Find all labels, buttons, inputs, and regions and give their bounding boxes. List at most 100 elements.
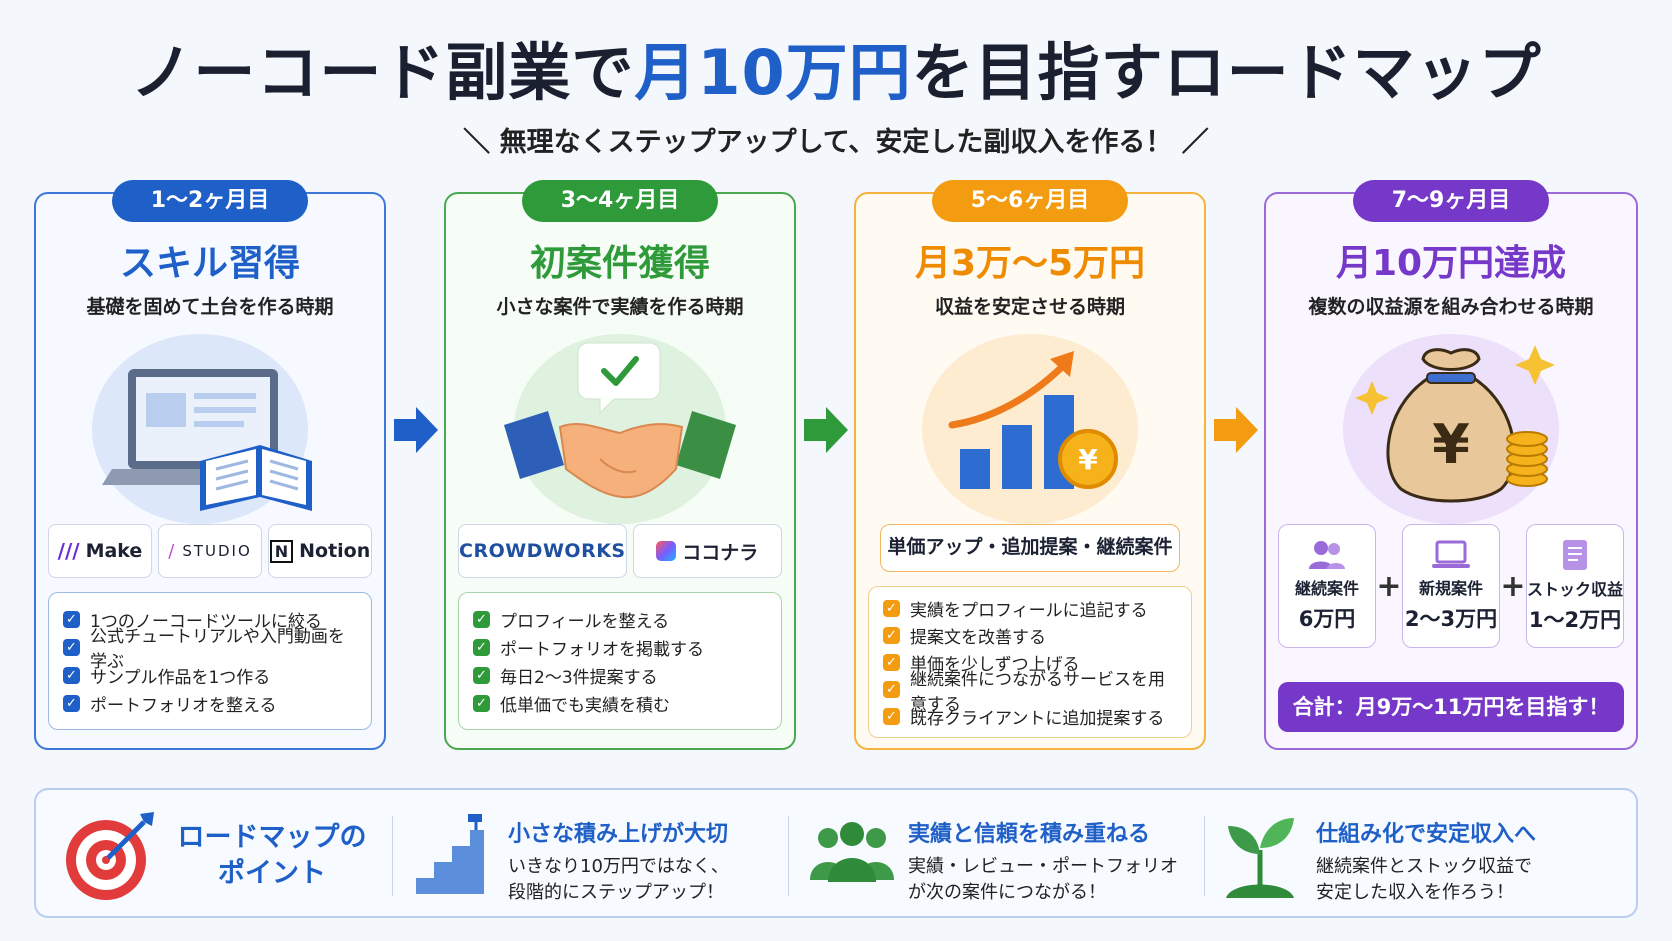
step-subtitle: 複数の収益源を組み合わせる時期 (1308, 296, 1594, 318)
check-item: ✓プロフィールを整える (473, 605, 767, 633)
tool-make: ///Make (48, 524, 152, 578)
income-item: 新規案件 2〜3万円 (1402, 524, 1500, 648)
point-title: 仕組み化で安定収入へ (1316, 822, 1537, 847)
title-pre: ノーコード副業で (130, 36, 635, 109)
studio-logo-icon: / (168, 540, 177, 562)
check-icon: ✓ (473, 666, 490, 684)
make-logo-icon: /// (57, 539, 80, 563)
step-badge: 5〜6ヶ月目 (932, 180, 1128, 222)
tool-logos: CROWDWORKS ココナラ (458, 524, 782, 578)
point-text: 継続案件とストック収益で 安定した収入を作ろう！ (1316, 856, 1532, 903)
check-icon: ✓ (883, 600, 900, 617)
handshake-icon (504, 334, 736, 524)
laptop-book-icon (92, 334, 312, 524)
check-item: ✓提案文を改善する (883, 622, 1177, 649)
svg-text:¥: ¥ (1432, 413, 1470, 476)
points-heading-block: ロードマップの ポイント (56, 790, 386, 920)
step-title: 月10万円達成 (1335, 243, 1567, 284)
income-item: ストック収益 1〜2万円 (1526, 524, 1624, 648)
target-icon (66, 812, 154, 900)
tool-studio: /STUDIO (158, 524, 262, 578)
divider (788, 816, 789, 896)
money-bag-icon: ¥ (1343, 334, 1559, 524)
check-icon: ✓ (883, 627, 900, 644)
income-value: 1〜2万円 (1528, 608, 1622, 632)
checklist: ✓プロフィールを整える ✓ポートフォリオを掲載する ✓毎日2〜3件提案する ✓低… (458, 592, 782, 730)
step-card-2: 3〜4ヶ月目 初案件獲得 小さな案件で実績を作る時期 CROWDWORKS ココ… (444, 180, 796, 750)
growth-chart-icon: ¥ (922, 334, 1138, 524)
step-card-1: 1〜2ヶ月目 スキル習得 基礎を固めて土台を作る時期 ///Make /STUD… (34, 180, 386, 750)
step-title: 月3万〜5万円 (914, 243, 1146, 284)
income-value: 6万円 (1298, 607, 1356, 631)
check-item: ✓毎日2〜3件提案する (473, 661, 767, 689)
svg-text:¥: ¥ (1078, 443, 1098, 476)
plus-icon: + (1500, 568, 1526, 604)
point-item: 実績と信頼を積み重ねる 実績・レビュー・ポートフォリオ が次の案件につながる！ (806, 790, 1216, 920)
points-heading: ロードマップの ポイント (177, 822, 367, 889)
coconala-logo-icon (656, 541, 677, 561)
check-item: ✓既存クライアントに追加提案する (883, 703, 1177, 730)
tool-coconala: ココナラ (632, 524, 782, 578)
point-text: いきなり10万円ではなく、 段階的にステップアップ！ (508, 856, 729, 903)
document-icon (1563, 540, 1587, 570)
checklist: ✓1つのノーコードツールに絞る ✓公式チュートリアルや入門動画を学ぶ ✓サンプル… (48, 592, 372, 730)
check-item: ✓公式チュートリアルや入門動画を学ぶ (63, 627, 357, 672)
check-item: ✓サンプル作品を1つ作る (63, 661, 357, 689)
income-label: 継続案件 (1294, 579, 1359, 598)
step-subtitle: 小さな案件で実績を作る時期 (496, 296, 744, 318)
check-item: ✓実績をプロフィールに追記する (883, 595, 1177, 622)
point-title: 小さな積み上げが大切 (508, 822, 729, 847)
stairs-icon (416, 814, 484, 894)
check-icon: ✓ (473, 694, 490, 712)
arrow-right-icon (394, 407, 438, 453)
step-subtitle: 収益を安定させる時期 (934, 296, 1125, 318)
step-badge: 3〜4ヶ月目 (522, 180, 718, 222)
title-highlight: 月10万円 (634, 36, 912, 109)
income-label: ストック収益 (1527, 580, 1624, 599)
people-icon (1309, 541, 1345, 569)
step-title: 初案件獲得 (529, 243, 710, 284)
check-item: ✓継続案件につながるサービスを用意する (883, 670, 1177, 715)
check-icon: ✓ (883, 654, 900, 671)
check-icon: ✓ (473, 610, 490, 628)
arrow-right-icon (1214, 407, 1258, 453)
roadmap-points: ロードマップの ポイント 小さな積み上げが大切 いきなり10万円ではなく、 段階… (34, 788, 1638, 918)
arrow-right-icon (804, 407, 848, 453)
income-label: 新規案件 (1418, 579, 1483, 598)
check-icon: ✓ (883, 708, 900, 725)
step-badge: 1〜2ヶ月目 (112, 180, 308, 222)
laptop-icon (1432, 540, 1470, 568)
check-icon: ✓ (63, 610, 80, 628)
check-item: ✓単価を少しずつ上げる (883, 649, 1177, 676)
strategy-pill: 単価アップ・追加提案・継続案件 (880, 524, 1180, 572)
people-group-icon (810, 822, 894, 882)
check-item: ✓ポートフォリオを掲載する (473, 633, 767, 661)
point-item: 小さな積み上げが大切 いきなり10万円ではなく、 段階的にステップアップ！ (412, 790, 802, 920)
check-item: ✓低単価でも実績を積む (473, 689, 767, 717)
check-icon: ✓ (63, 638, 80, 656)
income-item: 継続案件 6万円 (1278, 524, 1376, 648)
step-card-4: 7〜9ヶ月目 月10万円達成 複数の収益源を組み合わせる時期 ¥ 継続案件 6万… (1264, 180, 1638, 750)
step-card-3: 5〜6ヶ月目 月3万〜5万円 収益を安定させる時期 ¥ 単価アップ・追加提案・継… (854, 180, 1206, 750)
income-breakdown: 継続案件 6万円 + 新規案件 2〜3万円 + ストック収益 1〜2万円 (1278, 524, 1624, 648)
sprout-icon (1226, 818, 1294, 898)
divider (1204, 816, 1205, 896)
plus-icon: + (1376, 568, 1402, 604)
income-value: 2〜3万円 (1404, 607, 1498, 631)
step-title: スキル習得 (119, 243, 300, 284)
page-title: ノーコード副業で月10万円を目指すロードマップ (0, 22, 1672, 112)
page-subtitle: ＼ 無理なくステップアップして、安定した副収入を作る！ ／ (463, 127, 1209, 158)
check-icon: ✓ (473, 638, 490, 656)
check-icon: ✓ (63, 694, 80, 712)
point-title: 実績と信頼を積み重ねる (908, 822, 1151, 847)
step-badge: 7〜9ヶ月目 (1353, 180, 1549, 222)
divider (392, 816, 393, 896)
title-post: を目指すロードマップ (911, 36, 1542, 109)
point-item: 仕組み化で安定収入へ 継続案件とストック収益で 安定した収入を作ろう！ (1222, 790, 1622, 920)
notion-logo-icon: N (269, 539, 294, 563)
check-icon: ✓ (883, 681, 900, 698)
checklist: ✓実績をプロフィールに追記する ✓提案文を改善する ✓単価を少しずつ上げる ✓継… (868, 586, 1192, 738)
step-subtitle: 基礎を固めて土台を作る時期 (86, 296, 334, 318)
point-text: 実績・レビュー・ポートフォリオ が次の案件につながる！ (908, 856, 1178, 903)
